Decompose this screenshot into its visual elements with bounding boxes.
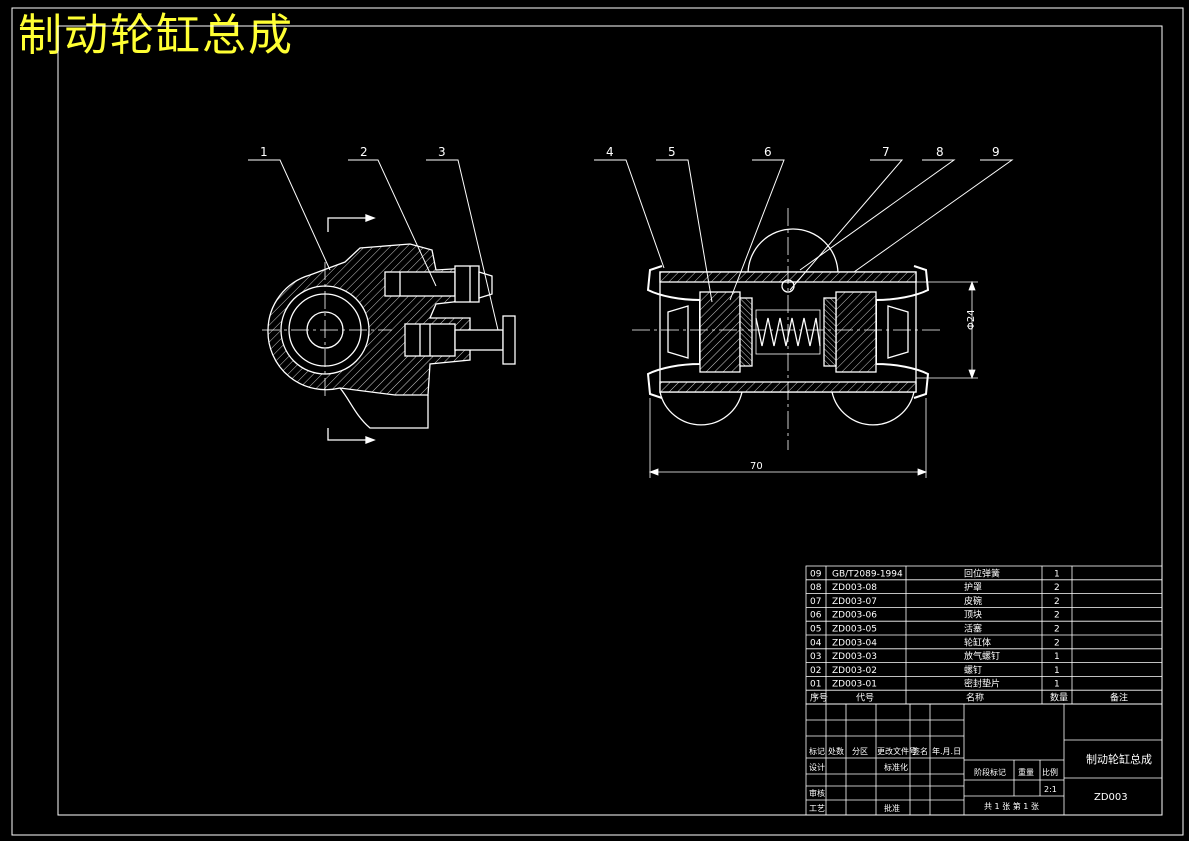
parts-row-code: ZD003-07 (832, 597, 877, 607)
tb-mark: 标记 (809, 746, 825, 756)
outer-frame (11, 7, 1184, 836)
parts-row-name: 活塞 (964, 623, 982, 635)
balloon-numbers: 1 2 3 4 5 6 7 8 9 (260, 145, 1000, 159)
tb-scale: 2:1 (1044, 785, 1057, 794)
parts-row-name: 轮缸体 (964, 636, 991, 648)
parts-row-no: 03 (810, 652, 821, 662)
parts-row-qty: 2 (1054, 625, 1060, 635)
parts-row-qty: 1 (1054, 680, 1060, 690)
parts-row-no: 06 (810, 611, 822, 621)
title-block-text: 标记 处数 分区 更改文件号 签名 年.月.日 设计 标准化 审核 工艺 批准 … (809, 746, 1152, 813)
parts-row-code: ZD003-08 (832, 583, 877, 593)
parts-row-name: 皮碗 (964, 595, 982, 607)
tb-date: 年.月.日 (932, 746, 961, 756)
tb-weight: 重量 (1018, 767, 1034, 777)
parts-row-code: ZD003-02 (832, 666, 877, 676)
right-view (632, 208, 940, 450)
tb-zone: 分区 (852, 747, 868, 756)
parts-row-no: 02 (810, 666, 821, 676)
parts-row-qty: 2 (1054, 611, 1060, 621)
parts-row-code: GB/T2089-1994 (832, 569, 903, 579)
parts-row-qty: 2 (1054, 638, 1060, 648)
tb-sheets: 共 1 张 第 1 张 (984, 801, 1039, 811)
tb-check: 审核 (809, 788, 825, 798)
parts-row-name: 螺钉 (964, 665, 982, 676)
parts-row-qty: 2 (1054, 583, 1060, 593)
balloon-6: 6 (764, 145, 772, 159)
parts-row-qty: 2 (1054, 597, 1060, 607)
parts-row-qty: 1 (1054, 569, 1060, 579)
parts-header-code: 代号 (856, 693, 874, 704)
tb-drawing-code: ZD003 (1094, 792, 1128, 803)
inner-frame (57, 25, 1163, 816)
leader-lines (248, 159, 1014, 331)
tb-approve: 批准 (884, 803, 900, 813)
tb-count: 处数 (828, 746, 844, 756)
parts-header-name: 名称 (966, 692, 984, 704)
balloon-8: 8 (936, 145, 944, 159)
parts-row-code: ZD003-03 (832, 652, 877, 662)
tb-change-doc: 更改文件号 (877, 746, 917, 756)
parts-row-no: 09 (810, 569, 822, 579)
parts-row-code: ZD003-01 (832, 680, 877, 690)
dimension-lines (648, 280, 978, 478)
parts-row-no: 04 (810, 638, 822, 648)
balloon-1: 1 (260, 145, 268, 159)
parts-header-no: 序号 (810, 692, 828, 704)
balloon-7: 7 (882, 145, 890, 159)
balloon-5: 5 (668, 145, 676, 159)
parts-header-note: 备注 (1110, 692, 1128, 704)
tb-standard: 标准化 (884, 762, 908, 772)
parts-row-qty: 1 (1054, 652, 1060, 662)
parts-row-no: 05 (810, 625, 821, 635)
parts-row-code: ZD003-05 (832, 625, 877, 635)
tb-sign: 签名 (912, 746, 928, 756)
tb-process: 工艺 (809, 804, 825, 813)
drawing-title: 制动轮缸总成 (18, 10, 294, 61)
parts-row-name: 顶块 (964, 609, 982, 621)
dim-height-label: Φ24 (966, 309, 977, 330)
parts-row-no: 08 (810, 583, 822, 593)
balloon-9: 9 (992, 145, 1000, 159)
parts-header-qty: 数量 (1050, 692, 1068, 704)
parts-row-qty: 1 (1054, 666, 1060, 676)
parts-row-name: 护罩 (964, 581, 982, 593)
parts-row-no: 01 (810, 680, 821, 690)
parts-row-name: 放气螺钉 (964, 650, 1000, 662)
dim-length-label: 70 (750, 461, 763, 472)
tb-drawing-name: 制动轮缸总成 (1086, 752, 1152, 766)
parts-row-code: ZD003-06 (832, 611, 877, 621)
parts-list-table (805, 565, 1163, 705)
tb-stage: 阶段标记 (974, 767, 1006, 777)
parts-row-no: 07 (810, 597, 821, 607)
section-arrow-top (327, 217, 366, 232)
tb-design: 设计 (809, 762, 825, 772)
parts-row-name: 回位弹簧 (964, 567, 1000, 579)
balloon-3: 3 (438, 145, 446, 159)
balloon-2: 2 (360, 145, 368, 159)
title-block (805, 703, 1163, 816)
tb-scale-label: 比例 (1042, 767, 1058, 777)
parts-row-code: ZD003-04 (832, 638, 877, 648)
balloon-4: 4 (606, 145, 614, 159)
return-spring (755, 317, 821, 347)
section-arrow-bottom (327, 428, 366, 441)
left-view (262, 214, 516, 444)
parts-row-name: 密封垫片 (964, 678, 1000, 690)
